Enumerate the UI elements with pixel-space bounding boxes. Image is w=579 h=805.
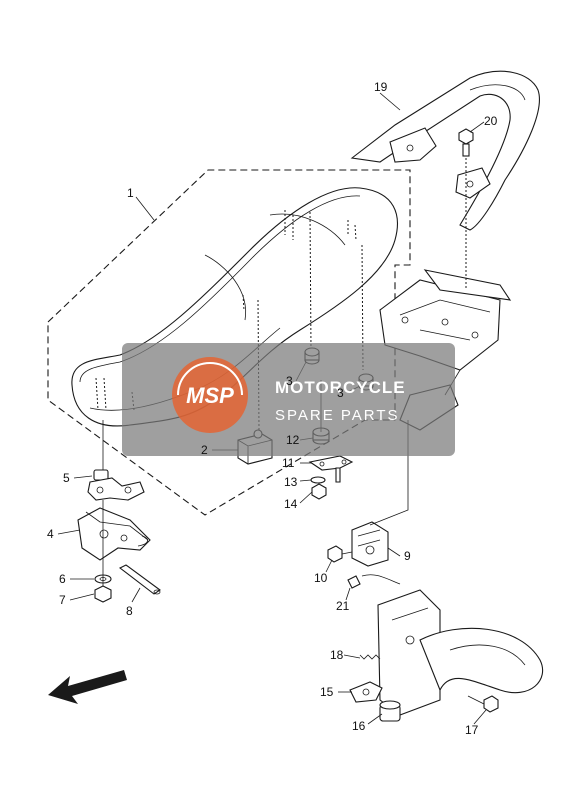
label-3b: 3 <box>337 386 344 400</box>
part-7-nut <box>94 585 112 603</box>
label-18: 18 <box>330 648 344 662</box>
label-5: 5 <box>63 471 70 485</box>
label-21: 21 <box>336 599 350 613</box>
label-6: 6 <box>59 572 66 586</box>
part-labels: 1 2 3 3 4 5 6 7 8 9 10 11 12 13 14 15 16… <box>47 80 498 737</box>
part-10-screw <box>327 545 353 563</box>
part-20-bolt <box>458 128 474 157</box>
watermark-logo-circle <box>172 357 248 433</box>
part-9-lock <box>351 521 389 567</box>
part-13-washer <box>310 476 326 484</box>
part-17-bolt <box>467 695 499 713</box>
part-19-grab-bar <box>350 70 540 231</box>
part-4-bracket <box>77 507 151 561</box>
label-11: 11 <box>282 456 295 470</box>
part-21-clip <box>347 574 401 589</box>
part-5-hook <box>87 469 145 501</box>
label-10: 10 <box>314 571 328 585</box>
label-15: 15 <box>320 685 334 699</box>
seat-assembly-boundary <box>47 169 411 516</box>
watermark-logo-text: MSP <box>186 383 234 408</box>
label-19: 19 <box>374 80 388 94</box>
part-16-cylinder <box>379 700 401 722</box>
label-17: 17 <box>465 723 479 737</box>
watermark-line2: SPARE PARTS <box>275 407 400 424</box>
label-9: 9 <box>404 549 411 563</box>
label-1: 1 <box>127 186 134 200</box>
arrow-front-left-icon <box>48 670 127 704</box>
label-14: 14 <box>284 497 298 511</box>
part-15-lever <box>349 681 383 703</box>
watermark-line1: MOTORCYCLE <box>275 378 406 397</box>
label-20: 20 <box>484 114 498 128</box>
label-7: 7 <box>59 593 66 607</box>
label-12: 12 <box>286 433 300 447</box>
label-2: 2 <box>201 443 208 457</box>
label-16: 16 <box>352 719 366 733</box>
label-4: 4 <box>47 527 54 541</box>
label-3a: 3 <box>286 374 293 388</box>
watermark: MSP MOTORCYCLE SPARE PARTS <box>122 343 455 456</box>
part-11-stay <box>308 455 354 483</box>
watermark-logo-arc <box>177 362 243 396</box>
part-8-rod <box>118 564 161 595</box>
lower-bracket <box>377 589 544 716</box>
part-18-spring <box>359 654 381 660</box>
label-13: 13 <box>284 475 298 489</box>
label-8: 8 <box>126 604 133 618</box>
part-14-nut <box>311 483 327 500</box>
